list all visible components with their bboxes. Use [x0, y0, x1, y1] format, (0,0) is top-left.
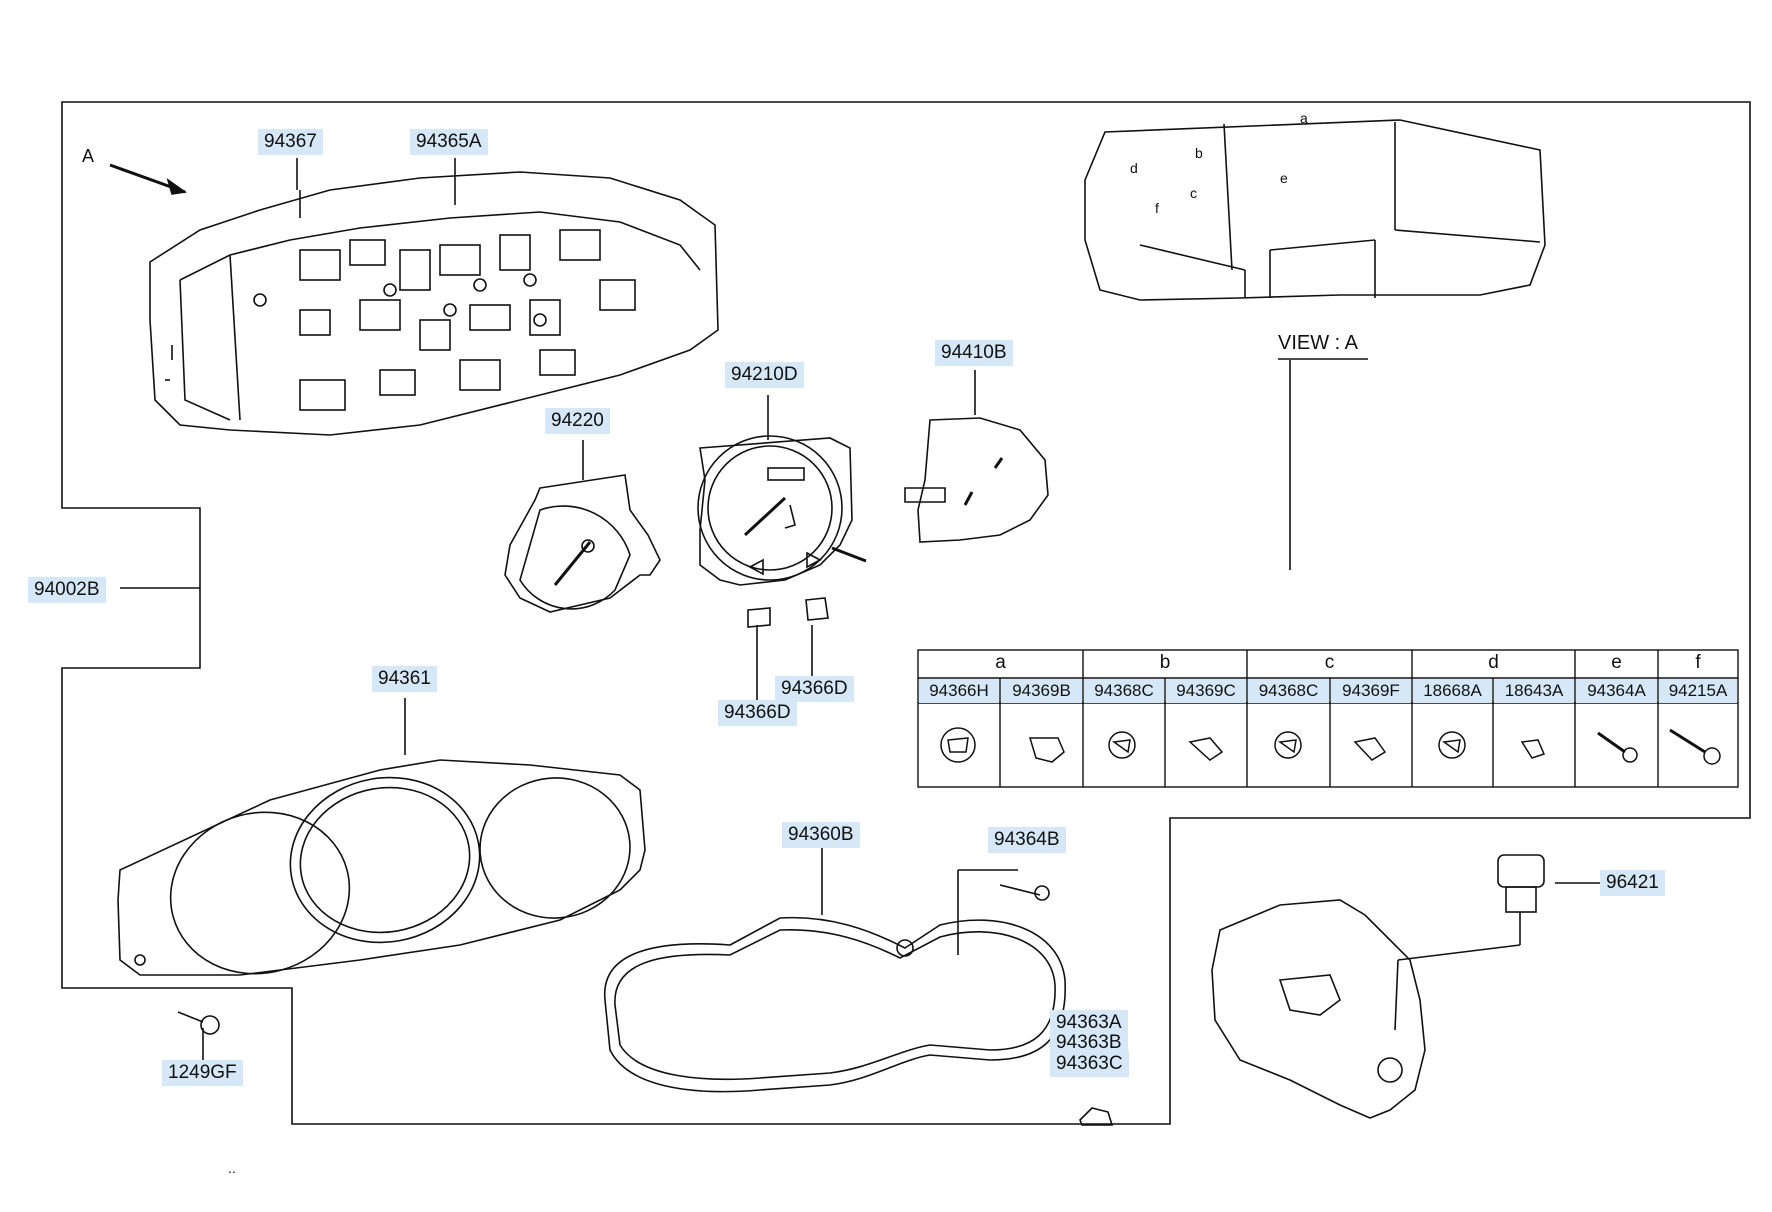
callout-96421: 96421 [1600, 870, 1665, 896]
legend-group-e: e [1611, 652, 1622, 673]
callout-94361: 94361 [372, 666, 437, 692]
callout-94363C: 94363C [1050, 1051, 1129, 1077]
legend-part-10: 94215A [1659, 679, 1737, 703]
view-a-letter-e: e [1280, 170, 1288, 186]
legend-table-grid [917, 649, 1739, 788]
legend-part-9: 94364A [1576, 679, 1657, 703]
legend-group-c: c [1324, 652, 1335, 673]
legend-group-f: f [1695, 652, 1701, 673]
bezel-94361-drawing [117, 759, 646, 976]
legend-group-d: d [1488, 652, 1499, 673]
legend-part-2: 94369B [1001, 679, 1082, 703]
legend-part-7: 18668A [1413, 679, 1492, 703]
legend-part-5: 94368C [1248, 679, 1329, 703]
gauge-94410B-drawing [904, 417, 1049, 543]
callout-94220: 94220 [545, 408, 610, 434]
view-arrow-label: A [82, 146, 95, 166]
callout-94366D-lower: 94366D [718, 700, 797, 726]
gauge-94220-drawing [504, 474, 661, 613]
view-a-letter-b: b [1195, 145, 1203, 161]
speedometer-94210D-drawing [697, 435, 867, 628]
legend-part-1: 94366H [919, 679, 999, 703]
legend-part-4: 94369C [1166, 679, 1246, 703]
legend-group-a: a [995, 652, 1006, 673]
callout-94365A: 94365A [410, 129, 488, 155]
callout-94366D-upper: 94366D [775, 676, 854, 702]
callout-94360B: 94360B [782, 822, 860, 848]
legend-group-b: b [1159, 652, 1171, 673]
view-a-letter-a: a [1300, 110, 1308, 126]
callout-94002B: 94002B [28, 577, 106, 603]
bulb-94363-drawing [1079, 1107, 1114, 1126]
legend-part-6: 94369F [1331, 679, 1411, 703]
transmission-housing-drawing [1211, 854, 1545, 1119]
view-a-letter-d: d [1130, 160, 1138, 176]
callout-94367: 94367 [258, 129, 323, 155]
view-a-letter-c: c [1190, 185, 1197, 201]
callout-94410B: 94410B [935, 340, 1013, 366]
callout-1249GF: 1249GF [162, 1060, 243, 1086]
assembly-boundary [61, 101, 1751, 1125]
view-a-caption: VIEW : A [1278, 332, 1359, 354]
callout-94210D: 94210D [725, 362, 804, 388]
legend-part-8: 18643A [1494, 679, 1574, 703]
callout-94364B: 94364B [988, 827, 1066, 853]
view-a-letter-f: f [1155, 200, 1159, 216]
view-a-drawing [1084, 119, 1546, 570]
glass-94360B-drawing [604, 884, 1066, 1093]
legend-part-3: 94368C [1084, 679, 1164, 703]
footnote-marks: .. [228, 1160, 236, 1176]
cluster-case-drawing [149, 171, 719, 436]
